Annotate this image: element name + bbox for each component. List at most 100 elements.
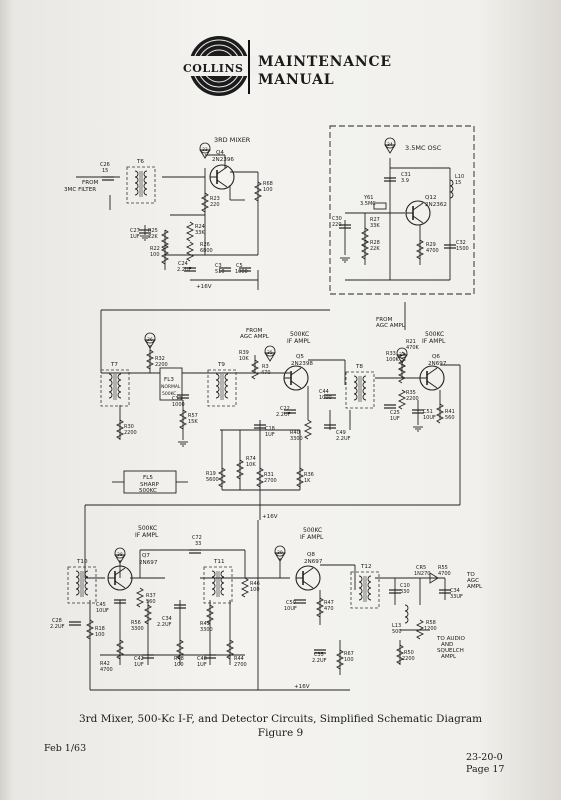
crystal-y61 (373, 202, 387, 210)
fl5-label: FL5 (143, 475, 153, 481)
r58-value: 1200 (424, 626, 437, 632)
diode-cr5 (429, 572, 439, 584)
r31-value: 2700 (264, 478, 277, 484)
l13-value: 500 (392, 629, 402, 635)
transistor-q5 (283, 365, 309, 391)
r43-ref: R43 (200, 621, 210, 627)
c10-ref: C10 (400, 583, 410, 589)
r47-value: 470 (324, 606, 334, 612)
c27-value: 1UF (130, 234, 140, 240)
to-agc-label-2: AGC (467, 578, 479, 584)
q8-ref: Q8 (307, 552, 315, 558)
t11-label: T11 (213, 559, 225, 565)
r24-value: 33K (195, 230, 205, 236)
c31-ref: C31 (401, 172, 411, 178)
schematic-wiring (76, 125, 475, 691)
r58-ref: R58 (426, 620, 436, 626)
if4-sub: IF AMPL (300, 534, 324, 541)
r25-ref: R25 (148, 228, 158, 234)
r48-ref: R48 (174, 656, 184, 662)
q6-type: 2N697 (428, 361, 447, 367)
c42-ref: C42 (134, 656, 144, 662)
c24-value: 2.2UF (177, 267, 192, 273)
c48-value: 1UF (197, 662, 207, 668)
ground-symbol (339, 257, 351, 263)
inductor-l13 (404, 604, 409, 624)
r47-ref: R47 (324, 600, 334, 606)
schematic-labels: 3RD MIXER 3.5MC OSC FROM 3MC FILTER Q4 2… (64, 136, 483, 690)
y61-value: 3.5MC (360, 201, 376, 207)
tp-38: 38 (117, 552, 123, 558)
r67-ref: R67 (344, 651, 354, 657)
schematic-components (67, 137, 457, 670)
supply-label: +16V (262, 514, 278, 520)
agc1-label-2: AGC AMPL (240, 334, 270, 340)
resistor-r46 (241, 577, 249, 598)
q4-ref: Q4 (216, 150, 224, 156)
c30-ref: C30 (332, 216, 342, 222)
transistor-q6 (419, 365, 445, 391)
resistor-r40 (304, 419, 312, 440)
c44-ref: C44 (319, 389, 329, 395)
r36-value: 1K (304, 478, 311, 484)
r23-ref: R23 (210, 196, 220, 202)
r28-ref: R28 (370, 240, 380, 246)
cr5-ref: CR5 (416, 565, 426, 571)
r56-ref: R56 (131, 620, 141, 626)
resistor-r24 (186, 221, 194, 242)
c49-value: 2.2UF (336, 436, 351, 442)
r39-value: 10K (239, 356, 249, 362)
filter-fl3 (159, 367, 183, 401)
r19-ref: R19 (206, 471, 216, 477)
q12-ref: Q12 (425, 195, 437, 201)
tp-33: 33 (202, 147, 208, 153)
c51-value: 10UF (423, 415, 436, 421)
capacitor-c25 (383, 404, 397, 409)
transformer-t8 (345, 371, 375, 409)
c27-ref: C27 (130, 228, 140, 234)
to-audio-label: TO AUDIO (436, 636, 465, 642)
tp-36-upper: 36 (147, 337, 153, 343)
c26-value: 15 (102, 168, 108, 174)
c24-ref: C24 (178, 261, 188, 267)
r50-value: 2200 (402, 656, 415, 662)
to-agc-label: TO (466, 572, 475, 578)
if4-title: 500KC (303, 527, 322, 534)
transistor-q8 (295, 565, 321, 591)
r21-value: 470K (406, 345, 420, 351)
r23-value: 220 (210, 202, 220, 208)
y61-ref: Y61 (363, 195, 373, 201)
r35-value: 2200 (406, 396, 419, 402)
c44-value: 1000 (319, 395, 332, 401)
q7-type: 2N697 (139, 560, 158, 566)
c22-ref: C22 (280, 406, 290, 412)
transformer-t7 (100, 369, 130, 407)
r57-ref: R57 (188, 413, 198, 419)
t10-label: T10 (76, 559, 88, 565)
r37-value: 560 (146, 599, 156, 605)
fl3-label-2: NORMAL (161, 384, 181, 390)
inductor-l10 (449, 179, 454, 199)
r46-value: 100 (250, 587, 260, 593)
resistor-r35 (398, 389, 406, 410)
r22-value: 100 (150, 252, 160, 258)
from-3mc-label: FROM (82, 180, 99, 186)
r42-ref: R42 (100, 661, 110, 667)
fl3-label: FL3 (164, 377, 174, 383)
resistor-r37 (136, 587, 144, 608)
r29-ref: R29 (426, 242, 436, 248)
agc2-label: FROM (376, 317, 393, 323)
r32-value: 2200 (155, 362, 168, 368)
resistor-r26 (186, 241, 194, 262)
to-audio-label-3: SQUELCH (437, 648, 464, 654)
r48-value: 100 (174, 662, 184, 668)
agc2-label-2: AGC AMPL (376, 323, 406, 329)
transistor-q4 (209, 164, 235, 190)
r50-ref: R50 (404, 650, 414, 656)
r46-ref: R46 (250, 581, 260, 587)
c18-ref: C18 (265, 426, 275, 432)
agc1-label: FROM (246, 328, 263, 334)
c34b-value: 33UF (450, 594, 463, 600)
c25-value: 1UF (390, 416, 400, 422)
